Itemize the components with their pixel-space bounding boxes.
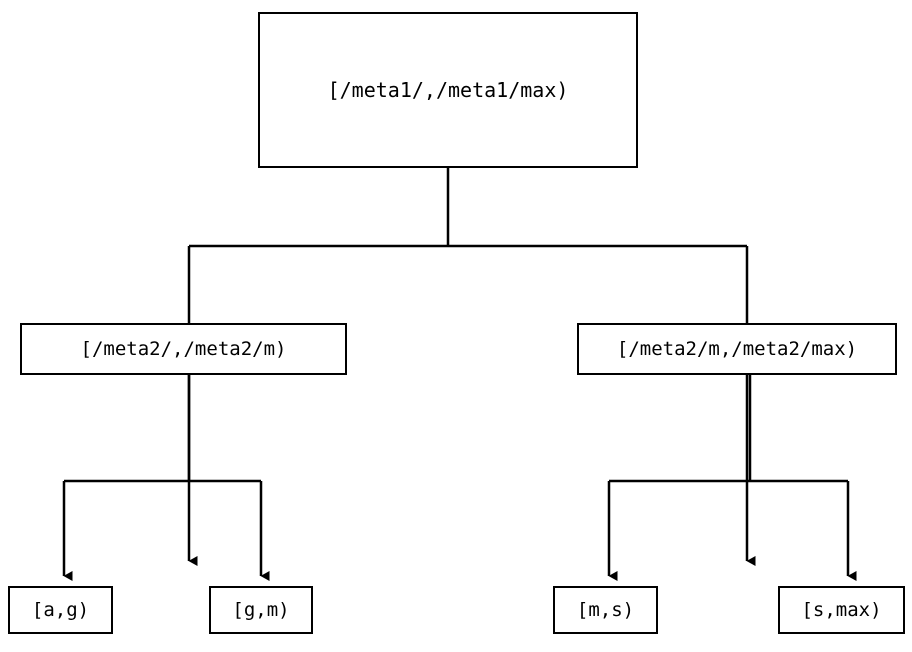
node-leaf-m-s[interactable]: [m,s)	[553, 586, 658, 634]
node-leaf-s-max-label: [s,max)	[801, 599, 882, 621]
edge-left-level2-to-leaves	[62, 375, 270, 581]
node-root[interactable]: [/meta1/,/meta1/max)	[258, 12, 638, 168]
node-level2-right[interactable]: [/meta2/m,/meta2/max)	[577, 323, 897, 375]
node-level2-right-label: [/meta2/m,/meta2/max)	[616, 338, 858, 360]
node-leaf-m-s-label: [m,s)	[576, 599, 635, 621]
node-level2-left[interactable]: [/meta2/,/meta2/m)	[20, 323, 347, 375]
node-root-label: [/meta1/,/meta1/max)	[327, 78, 569, 102]
node-leaf-a-g-label: [a,g)	[31, 599, 90, 621]
node-leaf-g-m-label: [g,m)	[232, 599, 290, 621]
node-leaf-g-m[interactable]: [g,m)	[209, 586, 313, 634]
node-level2-left-label: [/meta2/,/meta2/m)	[80, 338, 287, 360]
edge-right-level2-to-leaves	[607, 375, 857, 581]
node-leaf-s-max[interactable]: [s,max)	[778, 586, 905, 634]
node-leaf-a-g[interactable]: [a,g)	[8, 586, 113, 634]
